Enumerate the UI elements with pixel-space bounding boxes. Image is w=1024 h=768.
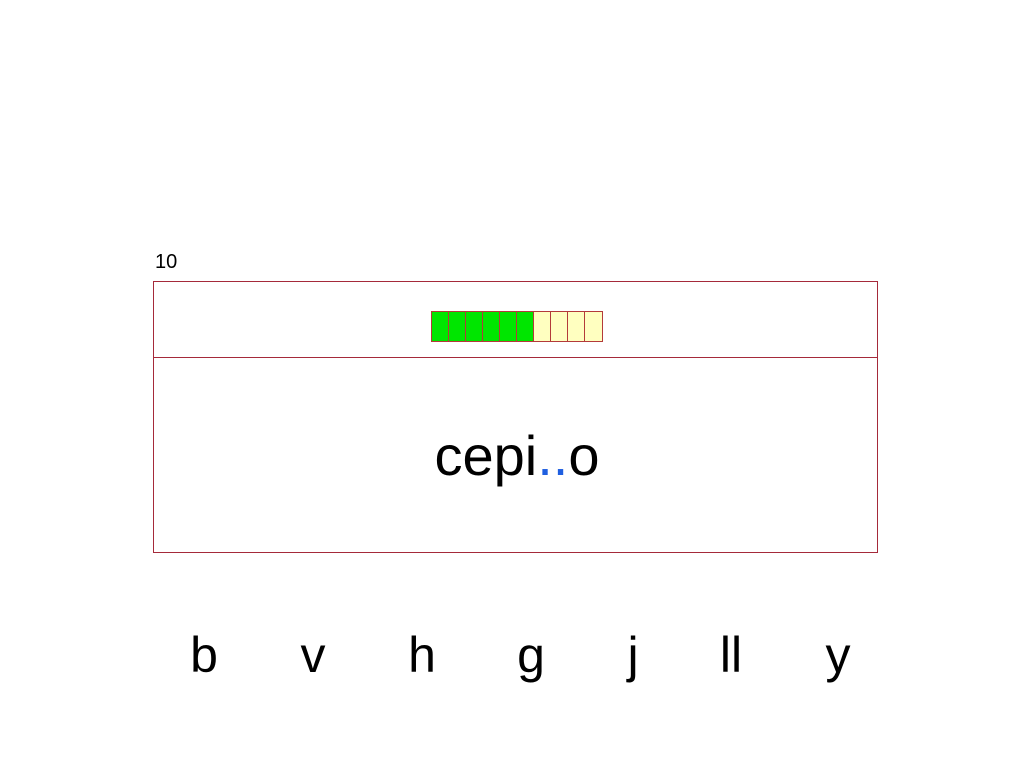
progress-cell-done (500, 312, 517, 341)
option-y[interactable]: y (825, 627, 851, 683)
option-ll[interactable]: ll (719, 627, 743, 683)
progress-cell-done (432, 312, 449, 341)
progress-area (154, 282, 877, 358)
progress-cell-pending (534, 312, 551, 341)
exercise-counter: 10 (155, 251, 178, 273)
option-j[interactable]: j (627, 627, 639, 683)
option-b[interactable]: b (190, 627, 218, 683)
progress-cell-pending (551, 312, 568, 341)
progress-cell-done (517, 312, 534, 341)
progress-cell-pending (568, 312, 585, 341)
target-word: cepi..o (434, 423, 600, 487)
progress-cell-pending (585, 312, 602, 341)
option-h[interactable]: h (408, 627, 436, 683)
word-area: cepi..o (154, 358, 877, 553)
option-v[interactable]: v (300, 627, 326, 683)
progress-cell-done (483, 312, 500, 341)
exercise-board: cepi..o (153, 281, 878, 553)
word-gap: .. (537, 423, 569, 487)
option-g[interactable]: g (517, 627, 545, 683)
letter-options: b v h g j ll y (0, 620, 1024, 690)
word-suffix: o (568, 423, 600, 487)
progress-bar (431, 311, 603, 342)
progress-cell-done (449, 312, 466, 341)
progress-cell-done (466, 312, 483, 341)
word-prefix: cepi (434, 423, 538, 487)
